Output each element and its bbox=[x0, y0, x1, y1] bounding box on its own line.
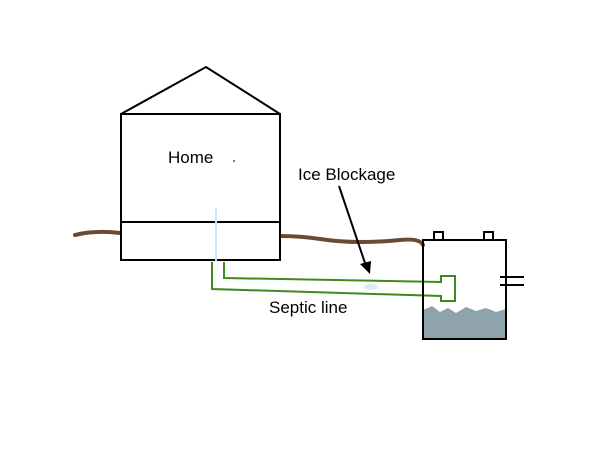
label-home: Home bbox=[168, 148, 214, 167]
ice-arrow-line bbox=[338, 185, 367, 267]
tank-cap-right bbox=[483, 231, 494, 240]
ice-arrow-head bbox=[360, 261, 371, 274]
tank-cap-left bbox=[433, 231, 444, 240]
label-septic-line: Septic line bbox=[269, 298, 348, 317]
septic-pipe bbox=[211, 262, 456, 302]
house-roof bbox=[120, 65, 281, 115]
ice-blockage bbox=[364, 284, 378, 290]
label-ice-blockage: Ice Blockage bbox=[298, 165, 396, 184]
tank-water bbox=[423, 306, 506, 339]
septic-tank bbox=[422, 239, 507, 340]
house-dot bbox=[233, 160, 235, 162]
ground-line bbox=[73, 229, 425, 247]
house-body bbox=[120, 113, 281, 261]
